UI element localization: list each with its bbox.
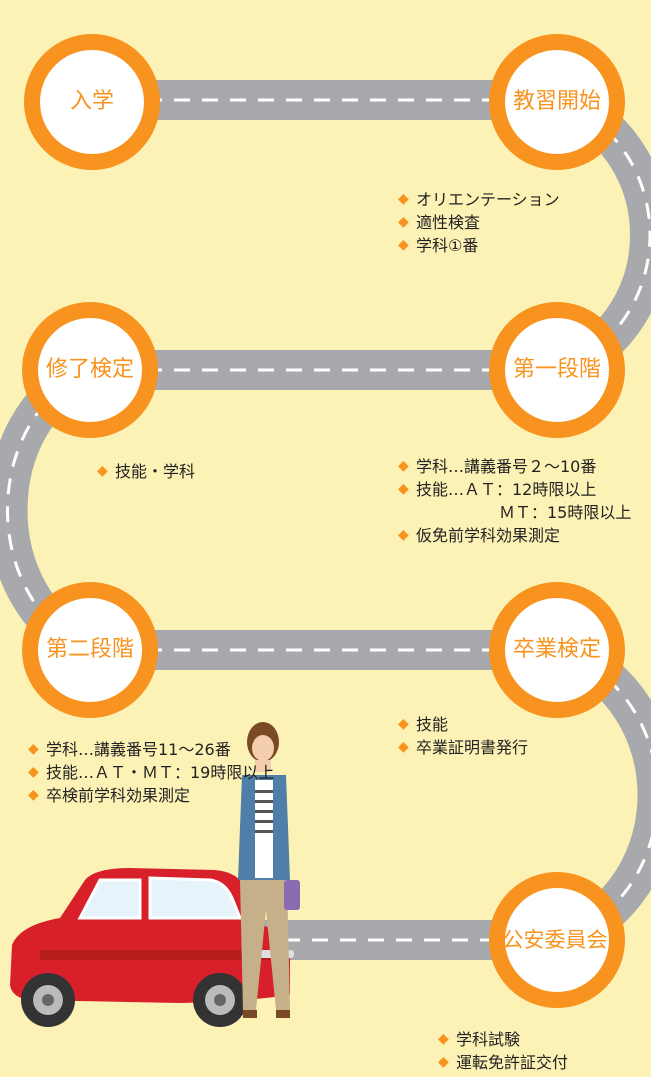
diamond-icon: ◆ [398,481,409,497]
car-icon [10,868,294,1027]
stage-label-commission: 公安委員会 [502,928,608,952]
list-item: ◆技能…ＡＴ：12時限以上 [398,480,597,499]
woman-icon [238,722,300,1018]
stage-label-start: 教習開始 [512,89,601,114]
stage-circle-graduation [489,582,625,718]
list-item: ◆オリエンテーション [398,190,560,209]
diamond-icon: ◆ [398,214,409,230]
list-item: ◆運転免許証交付 [438,1053,569,1072]
diamond-icon: ◆ [398,237,409,253]
diamond-icon: ◆ [28,764,39,780]
notes-graduation-exam: ◆技能 ◆卒業証明書発行 [398,713,528,759]
stage-label-first: 第一段階 [512,357,601,382]
list-item: ◆学科…講義番号11～26番 [28,740,231,759]
stage-circles [22,34,625,1008]
list-item: ◆学科…講義番号２～10番 [398,457,597,476]
list-item: ＭＴ：15時限以上 [499,503,632,522]
diamond-icon: ◆ [398,739,409,755]
stage-label-completion: 修了検定 [45,357,134,382]
list-item: ◆技能…ＡＴ・ＭＴ：19時限以上 [28,763,275,782]
notes-first-stage: ◆学科…講義番号２～10番 ◆技能…ＡＴ：12時限以上 ＭＴ：15時限以上 ◆仮… [398,455,631,547]
diamond-icon: ◆ [398,191,409,207]
stage-circle-first [489,302,625,438]
list-item: ◆卒業証明書発行 [398,738,529,757]
stage-circle-completion [22,302,158,438]
stage-circle-commission [489,872,625,1008]
diamond-icon: ◆ [28,741,39,757]
stage-label-second: 第二段階 [45,637,134,662]
stage-label-graduation: 卒業検定 [512,637,601,662]
diamond-icon: ◆ [398,458,409,474]
diamond-icon: ◆ [28,787,39,803]
stage-circle-entry [24,34,160,170]
stage-circle-start [489,34,625,170]
list-item: ◆適性検査 [398,213,481,232]
diamond-icon: ◆ [398,716,409,732]
notes-second-stage: ◆学科…講義番号11～26番 ◆技能…ＡＴ・ＭＴ：19時限以上 ◆卒検前学科効果… [28,738,274,807]
list-item: ◆卒検前学科効果測定 [28,786,191,805]
diamond-icon: ◆ [398,527,409,543]
stage-circle-second [22,582,158,718]
diamond-icon: ◆ [97,463,108,479]
diamond-icon: ◆ [438,1031,449,1047]
diamond-icon: ◆ [438,1054,449,1070]
list-item: ◆学科①番 [398,236,479,255]
stage-label-entry: 入学 [69,89,114,114]
list-item: ◆学科試験 [438,1030,521,1049]
list-item: ◆仮免前学科効果測定 [398,526,561,545]
notes-commission: ◆学科試験 ◆運転免許証交付 [438,1028,568,1074]
notes-after-start: ◆オリエンテーション ◆適性検査 ◆学科①番 [398,188,560,257]
notes-completion-exam: ◆技能・学科 [97,460,195,483]
list-item: ◆技能 [398,715,449,734]
list-item: ◆技能・学科 [97,462,196,481]
